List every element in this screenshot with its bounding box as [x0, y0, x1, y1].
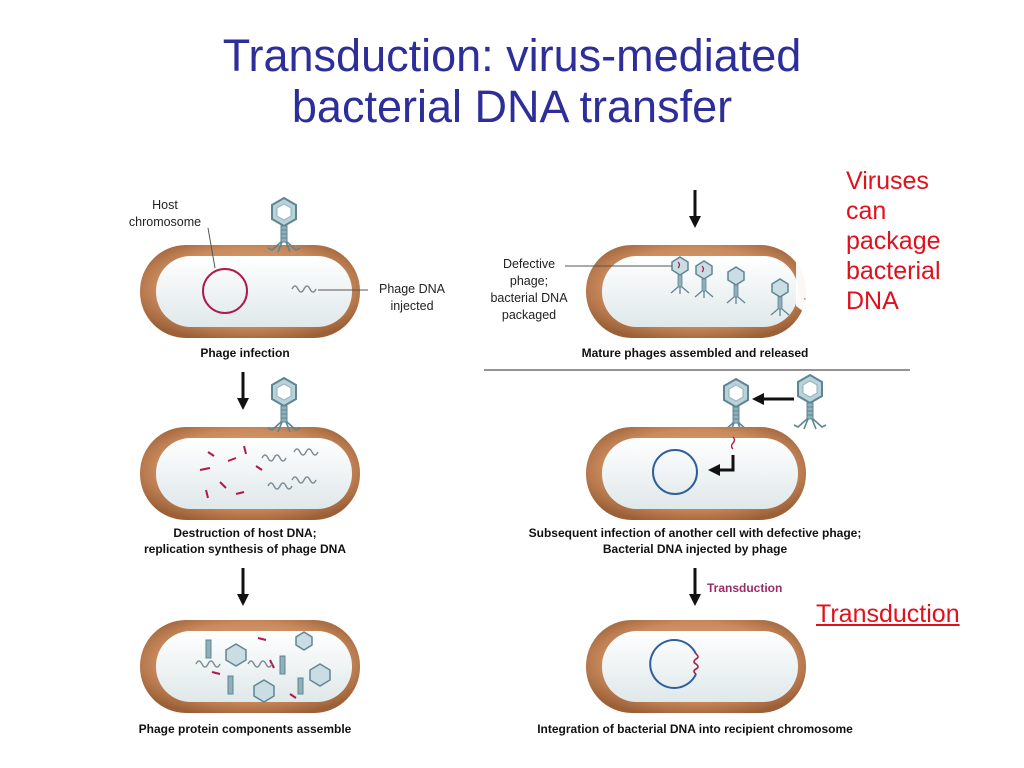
bacteriophage-icon: [267, 197, 301, 253]
down-arrow-icon: [687, 566, 703, 608]
title-line-2: bacterial DNA transfer: [291, 81, 733, 132]
side-note-line: can: [846, 197, 887, 225]
side-note-line: package: [846, 227, 941, 255]
side-note-line: bacterial: [846, 257, 941, 285]
caption-assemble: Phage protein components assemble: [139, 722, 352, 736]
bacteriophage-icon: [719, 378, 753, 434]
cell-assemble: [140, 620, 360, 713]
cell-destruction: [140, 377, 360, 520]
bacteriophage-icon: [793, 374, 827, 430]
label-packaged: packaged: [502, 308, 556, 322]
cell-subsequent-infection: [586, 374, 827, 520]
label-phage-dna: Phage DNA: [379, 282, 446, 296]
label-host: Host: [152, 198, 178, 212]
caption-destruction-2: replication synthesis of phage DNA: [144, 542, 346, 556]
host-chromosome-circle: [202, 268, 248, 314]
bacteriophage-icon: [267, 377, 301, 433]
transduction-arrow-label: Transduction: [707, 581, 782, 595]
side-note-line: Viruses: [846, 167, 929, 195]
down-arrow-icon: [687, 188, 703, 230]
transduction-link[interactable]: Transduction: [816, 600, 960, 628]
caption-subsequent-2: Bacterial DNA injected by phage: [603, 542, 788, 556]
label-bacterial-dna: bacterial DNA: [490, 291, 568, 305]
label-phage: phage;: [510, 274, 548, 288]
caption-integration: Integration of bacterial DNA into recipi…: [537, 722, 853, 736]
caption-destruction-1: Destruction of host DNA;: [173, 526, 316, 540]
side-note: Viruses can package bacterial DNA: [846, 166, 941, 316]
cell-integration: [586, 620, 806, 713]
down-arrow-icon: [235, 370, 251, 412]
cell-mature-phages: [565, 245, 828, 338]
caption-mature: Mature phages assembled and released: [582, 346, 809, 360]
caption-subsequent-1: Subsequent infection of another cell wit…: [529, 526, 862, 540]
down-arrow-icon: [235, 566, 251, 608]
label-chromosome: chromosome: [129, 215, 201, 229]
cell-phage-infection: [140, 197, 368, 338]
label-injected: injected: [390, 299, 433, 313]
caption-phage-infection: Phage infection: [200, 346, 289, 360]
label-defective: Defective: [503, 257, 555, 271]
side-note-line: DNA: [846, 287, 899, 315]
slide-title: Transduction: virus-mediated bacterial D…: [0, 30, 1024, 132]
left-arrow-icon: [752, 393, 764, 405]
bent-arrow-icon: [708, 464, 720, 476]
title-line-1: Transduction: virus-mediated: [222, 30, 802, 81]
